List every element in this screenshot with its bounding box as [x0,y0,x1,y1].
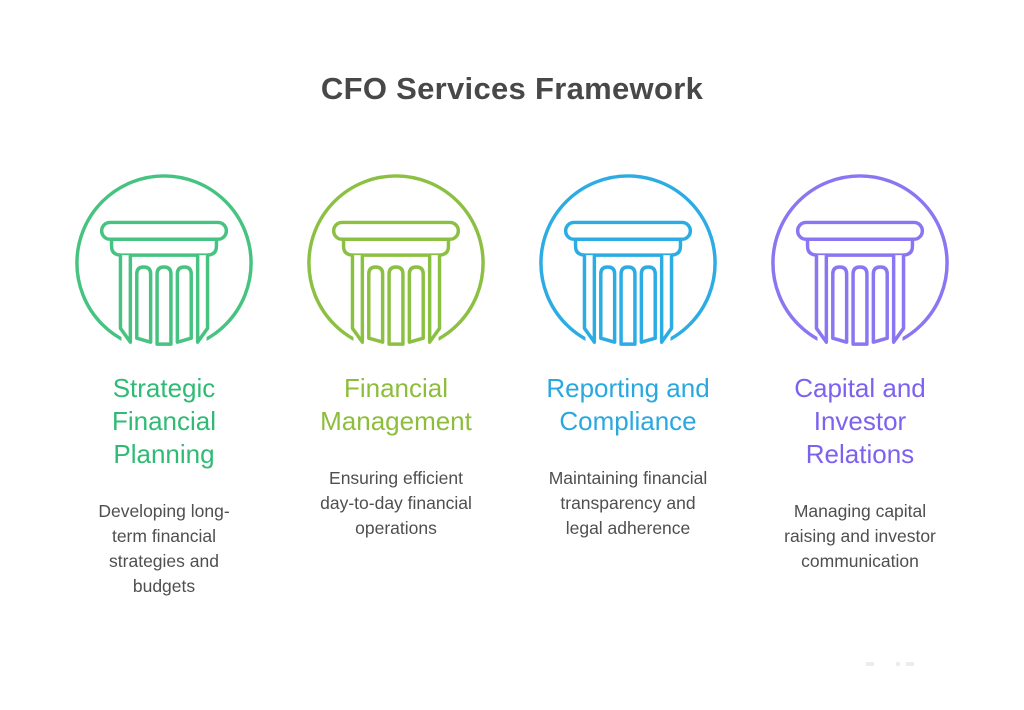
pillar-columns: Strategic Financial Planning Developing … [0,170,1024,599]
pillar-heading: Capital and Investor Relations [794,373,926,469]
pillar-description: Ensuring efficient day-to-day financial … [320,468,472,538]
pillar-description: Managing capital raising and investor co… [784,501,936,571]
page-title: CFO Services Framework [320,71,704,106]
pillar-heading: Reporting and Compliance [546,373,710,436]
pillar-column-strategic-financial-planning: Strategic Financial Planning Developing … [48,170,280,599]
pillar-column-reporting-and-compliance: Reporting and Compliance Maintaining fin… [512,170,744,599]
pillar-icon [761,170,959,358]
pillar-description: Maintaining financial transparency and l… [548,468,708,538]
pillar-icon [65,170,263,358]
watermark-marks [860,659,926,671]
pillar-column-capital-and-investor-relations: Capital and Investor Relations Managing … [744,170,976,599]
pillar-heading: Strategic Financial Planning [111,373,217,469]
pillar-description: Developing long- term financial strategi… [98,501,230,596]
pillar-column-financial-management: Financial Management Ensuring efficient … [280,170,512,599]
pillar-heading: Financial Management [320,373,472,436]
pillar-icon [529,170,727,358]
pillar-icon [297,170,495,358]
